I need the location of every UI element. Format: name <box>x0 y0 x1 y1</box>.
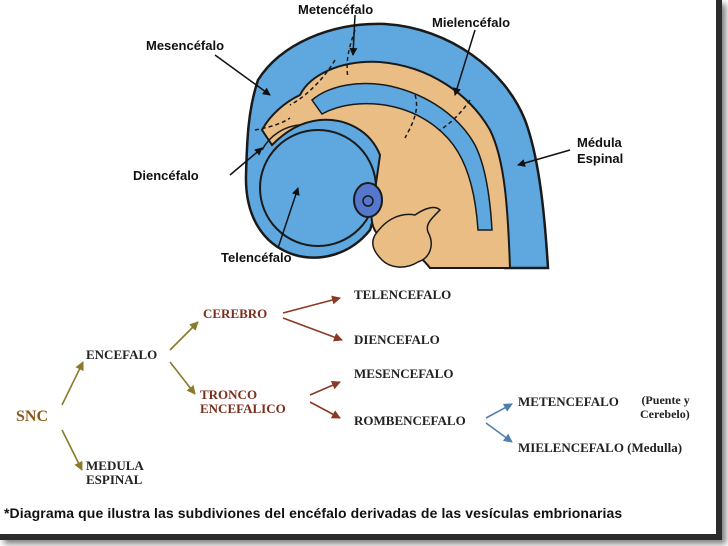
node-mesencefalo: MESENCEFALO <box>354 366 454 381</box>
node-encefalo: ENCEFALO <box>86 347 158 362</box>
label-diencefalo: Diencéfalo <box>133 168 199 183</box>
ventricle-channel <box>310 82 493 231</box>
node-mielencefalo: MIELENCEFALO (Medulla) <box>518 440 683 455</box>
figure-caption: *Diagrama que ilustra las subdiviones de… <box>4 505 623 521</box>
label-medula-espinal: Médula Espinal <box>577 135 624 166</box>
node-medula-espinal: MEDULA ESPINAL <box>86 458 144 487</box>
label-telencefalo: Telencéfalo <box>221 250 292 265</box>
label-metencefalo: Metencéfalo <box>298 2 374 17</box>
tree-arrows <box>61 295 513 471</box>
node-telencefalo: TELENCEFALO <box>354 287 452 302</box>
node-cerebro: CEREBRO <box>203 306 268 321</box>
label-mesencefalo: Mesencéfalo <box>146 38 225 53</box>
node-diencefalo: DIENCEFALO <box>354 332 440 347</box>
optic-cup <box>353 182 383 218</box>
node-metencefalo-note: (Puente y Cerebelo) <box>640 393 690 421</box>
node-rombencefalo: ROMBENCEFALO <box>354 413 466 428</box>
label-arrows <box>214 14 571 249</box>
label-mielencefalo: Mielencéfalo <box>432 15 511 30</box>
node-metencefalo: METENCEFALO <box>518 394 619 409</box>
node-snc: SNC <box>16 408 49 425</box>
node-tronco-encefalico: TRONCO ENCEFALICO <box>200 387 286 416</box>
